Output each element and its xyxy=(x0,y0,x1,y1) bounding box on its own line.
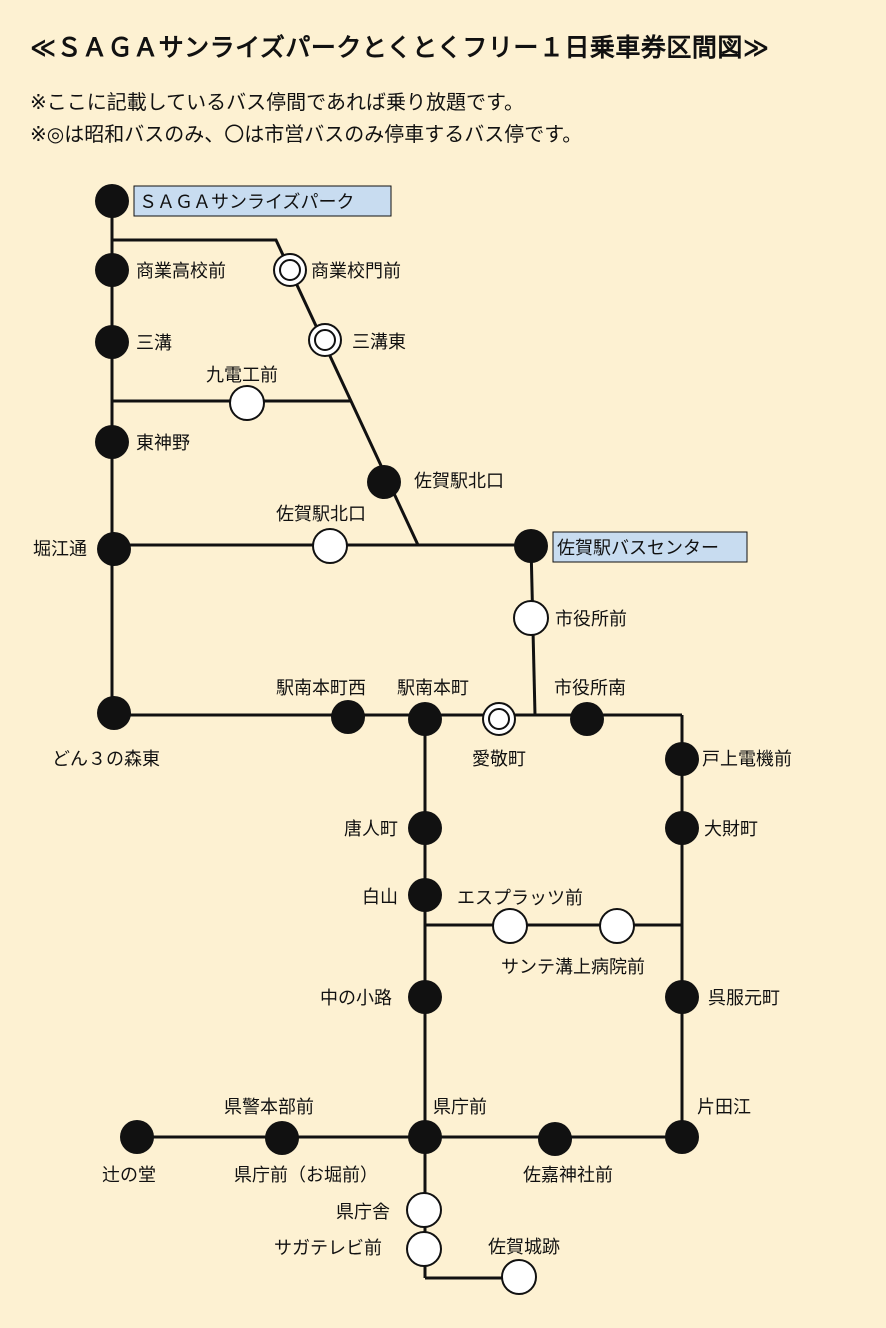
label-kencho-mae-ohori: 県庁前（お堀前） xyxy=(234,1165,378,1186)
label-togami-denki-mae: 戸上電機前 xyxy=(702,749,792,770)
stop-kenchosha[interactable] xyxy=(406,1192,442,1228)
label-shirayama: 白山 xyxy=(362,887,398,908)
label-saga-eki-kitaguchi-city: 佐賀駅北口 xyxy=(276,504,366,525)
stop-ekinami-honmachi[interactable] xyxy=(408,702,442,736)
stop-kencho-mae[interactable] xyxy=(408,1120,442,1154)
label-kencho-mae: 県庁前 xyxy=(433,1097,487,1118)
label-ekinami-honmachi-nishi: 駅南本町西 xyxy=(276,678,366,699)
stop-saga-television-mae[interactable] xyxy=(406,1231,442,1267)
stop-labels: ＳＡＧＡサンライズパーク 商業高校前 商業校門前 三溝 三溝東 九電工前 東神野… xyxy=(33,192,792,1259)
label-saga-eki-kitaguchi-showa: 佐賀駅北口 xyxy=(414,471,504,492)
label-saga-eki-bus-center: 佐賀駅バスセンター xyxy=(557,538,719,559)
stop-saga-jo-ato[interactable] xyxy=(501,1259,537,1295)
line-showa-branch xyxy=(112,238,420,546)
stop-tojinmachi[interactable] xyxy=(408,811,442,845)
stop-kyuden-ko-mae[interactable] xyxy=(229,385,265,421)
label-esplatz-mae: エスプラッツ前 xyxy=(457,888,583,909)
label-tsuji-no-do: 辻の堂 xyxy=(102,1165,156,1186)
label-katatae: 片田江 xyxy=(697,1097,751,1118)
label-kenkei-honbu-mae: 県警本部前 xyxy=(224,1097,314,1118)
stop-togami-denki-mae[interactable] xyxy=(665,742,699,776)
note-1: ※ここに記載しているバス停間であれば乗り放題です。 xyxy=(30,90,524,114)
label-kenchosha: 県庁舎 xyxy=(336,1202,390,1223)
label-mizo: 三溝 xyxy=(136,333,172,354)
stop-katatae[interactable] xyxy=(665,1120,699,1154)
highlight-saga-sunrise-park xyxy=(133,185,392,217)
route-lines xyxy=(110,200,684,1280)
stop-donsan-mori-higashi[interactable] xyxy=(97,696,131,730)
stops xyxy=(95,184,699,1295)
stop-kencho-mae-ohori[interactable] xyxy=(265,1121,299,1155)
stop-gofuku-motomachi[interactable] xyxy=(665,980,699,1014)
label-saga-sunrise-park: ＳＡＧＡサンライズパーク xyxy=(139,192,354,213)
stop-mizo-higashi[interactable] xyxy=(308,323,342,357)
stop-tsuji-no-do[interactable] xyxy=(120,1120,154,1154)
label-naka-no-koji: 中の小路 xyxy=(320,988,392,1009)
label-aikeicho: 愛敬町 xyxy=(472,749,526,770)
label-saga-jo-ato: 佐賀城跡 xyxy=(488,1237,560,1258)
highlight-saga-bus-center xyxy=(552,531,748,563)
label-gofuku-motomachi: 呉服元町 xyxy=(708,988,780,1009)
label-ozaimachi: 大財町 xyxy=(704,819,758,840)
stop-mizo[interactable] xyxy=(95,325,129,359)
stop-shiyakusho-mae[interactable] xyxy=(513,600,549,636)
stop-saga-eki-kitaguchi-showa[interactable] xyxy=(367,465,401,499)
label-kyuden-ko-mae: 九電工前 xyxy=(206,365,278,386)
stop-saga-jinja-mae[interactable] xyxy=(538,1122,572,1156)
page-title: ≪ＳＡＧＡサンライズパークとくとくフリー１日乗車券区間図≫ xyxy=(30,33,770,62)
label-saga-jinja-mae: 佐嘉神社前 xyxy=(523,1165,613,1186)
stop-saga-eki-kitaguchi-city[interactable] xyxy=(312,528,348,564)
stop-esplatz-mae[interactable] xyxy=(492,908,528,944)
label-shiyakusho-minami: 市役所南 xyxy=(554,678,626,699)
stop-horiedori[interactable] xyxy=(97,532,131,566)
label-shogyo-koko-mae: 商業高校前 xyxy=(136,261,226,282)
label-sante-mizogami-byoin-mae: サンテ溝上病院前 xyxy=(501,957,645,978)
label-donsan-mori-higashi: どん３の森東 xyxy=(52,749,160,770)
stop-saga-sunrise-park[interactable] xyxy=(95,184,129,218)
label-higashi-kanno: 東神野 xyxy=(136,433,190,454)
stop-aikeicho[interactable] xyxy=(482,702,516,736)
stop-shogyo-komon-mae[interactable] xyxy=(273,253,307,287)
stop-saga-eki-bus-center[interactable] xyxy=(514,529,548,563)
label-mizo-higashi: 三溝東 xyxy=(352,332,406,353)
stop-naka-no-koji[interactable] xyxy=(408,980,442,1014)
label-tojinmachi: 唐人町 xyxy=(344,819,398,840)
stop-sante-mizogami-byoin-mae[interactable] xyxy=(599,908,635,944)
label-shogyo-komon-mae: 商業校門前 xyxy=(311,261,401,282)
label-horiedori: 堀江通 xyxy=(33,539,87,560)
stop-shiyakusho-minami[interactable] xyxy=(570,702,604,736)
stop-ekinami-honmachi-nishi[interactable] xyxy=(331,700,365,734)
label-ekinami-honmachi: 駅南本町 xyxy=(397,678,469,699)
stop-shogyo-koko-mae[interactable] xyxy=(95,253,129,287)
stop-higashi-kanno[interactable] xyxy=(95,425,129,459)
stop-shirayama[interactable] xyxy=(408,878,442,912)
note-2: ※◎は昭和バスのみ、〇は市営バスのみ停車するバス停です。 xyxy=(30,122,583,146)
label-saga-television-mae: サガテレビ前 xyxy=(274,1238,382,1259)
stop-ozaimachi[interactable] xyxy=(665,811,699,845)
label-shiyakusho-mae: 市役所前 xyxy=(555,609,627,630)
